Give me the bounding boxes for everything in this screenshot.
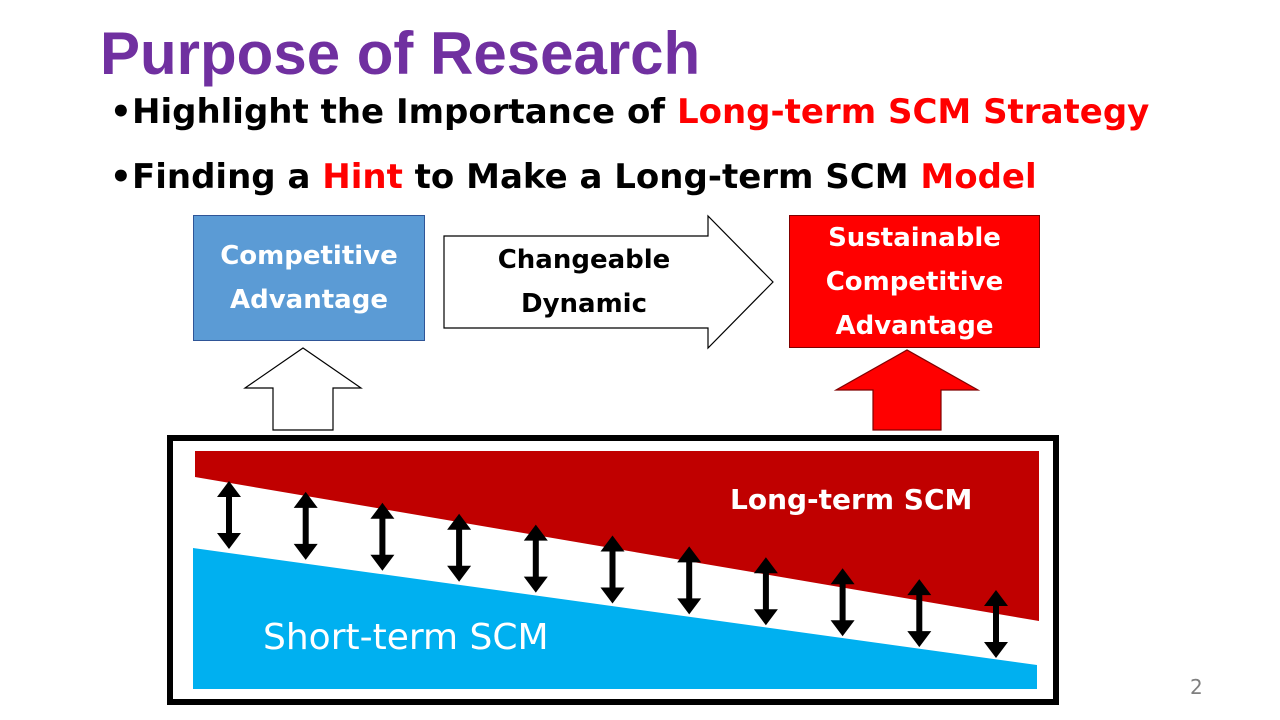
gap-double-arrow [370, 502, 395, 571]
gap-double-arrow [293, 491, 318, 560]
short-term-scm-band [193, 548, 1037, 689]
slide-title: Purpose of Research [100, 20, 701, 87]
gap-double-arrow [753, 557, 778, 626]
bullet-text: to Make a Long-term SCM [402, 157, 921, 197]
bullet-marker: • [110, 92, 132, 132]
sustainable-advantage-line-3: Advantage [835, 310, 994, 341]
changeable-dynamic-label: Changeable Dynamic [444, 238, 724, 326]
gap-double-arrow [984, 590, 1008, 658]
bullet-long-term-strategy: •Highlight the Importance of Long-term S… [110, 90, 1149, 134]
competitive-advantage-line-2: Advantage [230, 285, 388, 315]
gap-double-arrow [907, 579, 932, 648]
changeable-dynamic-line-2: Dynamic [520, 289, 647, 319]
bullet-text: Finding a [132, 157, 323, 197]
long-term-up-arrow [833, 349, 981, 431]
bullet-highlight-hint: Hint [322, 157, 403, 197]
changeable-dynamic-line-1: Changeable [497, 245, 671, 275]
gap-double-arrow [523, 524, 548, 593]
long-term-scm-label: Long-term SCM [730, 483, 973, 516]
gap-indicators [217, 481, 1008, 658]
gap-double-arrow [677, 546, 702, 615]
sustainable-advantage-line-2: Competitive [825, 266, 1004, 297]
long-term-scm-band [195, 451, 1039, 621]
gap-double-arrow [830, 568, 855, 637]
sustainable-advantage-line-1: Sustainable [828, 222, 1001, 253]
bullet-text: Highlight the Importance of [132, 92, 677, 132]
bullet-highlight-model: Model [920, 157, 1037, 197]
bullet-highlight: Long-term SCM Strategy [676, 92, 1150, 132]
bullet-marker: • [110, 157, 132, 197]
gap-double-arrow [447, 513, 472, 582]
short-term-scm-label: Short-term SCM [263, 617, 549, 658]
competitive-advantage-line-1: Competitive [220, 241, 398, 271]
gap-double-arrow [600, 535, 625, 604]
gap-double-arrow [217, 481, 241, 549]
sustainable-advantage-box: Sustainable Competitive Advantage [789, 215, 1040, 348]
short-term-up-arrow [243, 347, 363, 431]
changeable-dynamic-arrow [443, 214, 774, 350]
page-number: 2 [1190, 675, 1203, 699]
bullet-hint-model: •Finding a Hint to Make a Long-term SCM … [110, 155, 1037, 199]
competitive-advantage-box: Competitive Advantage [193, 215, 425, 341]
